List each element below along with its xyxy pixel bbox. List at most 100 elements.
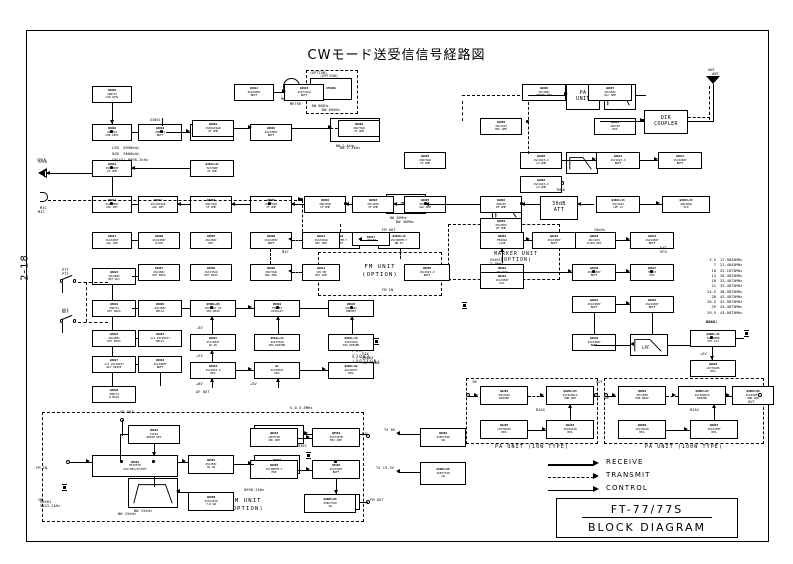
a-fm1 (86, 459, 90, 463)
block-line-l2: 2SC458C (205, 461, 217, 466)
wire-junction (424, 202, 427, 205)
block-line-l2: 2SC2458Y (587, 301, 601, 306)
block-line-l2: 2SK125 (496, 201, 506, 206)
a-fm9 (334, 490, 338, 494)
marker-up (502, 249, 503, 263)
ctl4 (182, 308, 190, 309)
annotation-12: KEY (62, 310, 69, 314)
x6001-link (736, 338, 744, 339)
block-line-l3: BUFF (590, 305, 598, 310)
ptt-switch[interactable] (60, 275, 76, 283)
wire-junction (334, 460, 337, 463)
block-line-l1: Q1003 (496, 219, 506, 224)
freq-band: 18 (711, 279, 716, 283)
block-line-l3: DRIVER (499, 396, 509, 401)
annotation-2: CW(TX) 8998.2kHz (112, 158, 149, 162)
fm-unit-top-label: FM UNIT (OPTION) (362, 264, 398, 278)
block-line-l1: Q3010 (155, 126, 165, 131)
block-line-l3: KEY BIAS (204, 273, 218, 278)
a-reg2 (210, 350, 214, 354)
microphone-icon (40, 192, 48, 202)
freq-value: 42.9875MHz (720, 300, 743, 304)
arrow-pa-in (564, 92, 568, 96)
block-line-l1: Q1002 (496, 198, 506, 203)
block-line-l3: DISPLAY (271, 309, 283, 314)
a-pa100a (612, 393, 616, 397)
block-line-l1: Q4001-11 (706, 332, 720, 337)
block-line-l3: NB IF (394, 241, 404, 246)
annotation-17: +5V (196, 354, 203, 358)
block-line-l1: Q2003 (368, 198, 378, 203)
rx-arrow-2 (345, 202, 349, 206)
crystal-vfo (462, 302, 467, 309)
annotation-21: AF OUT (196, 390, 210, 394)
key-switch[interactable] (60, 315, 76, 323)
block-line-l3: AGC AMP (106, 241, 118, 246)
block-line-l1: Q9202-03 (563, 389, 577, 394)
block-line-l3: PWR AMP (564, 396, 576, 401)
annotation-7: METER (290, 102, 302, 106)
block-cf9501 (128, 478, 178, 508)
block-line-l3: RF AMP (496, 226, 506, 231)
annotation-38: OUT (748, 400, 755, 404)
block-line-l3: OSC/MIX/IF/DET (123, 466, 147, 471)
annotation-26: TX 8V (384, 428, 396, 432)
block-line-l3: R BIAS (109, 395, 119, 400)
block-line-l3: AF AMP (107, 169, 117, 174)
block-line-l2: 2SC1589 (636, 392, 648, 397)
block-line-l3: IDC AMP (268, 438, 280, 443)
block-line-l2: 2SC458C (538, 89, 550, 94)
block-line-l3: BUFF (250, 93, 258, 98)
freq-band: 7 (713, 263, 716, 268)
block-line-l1: Q3014 (249, 86, 259, 91)
annotation-22: FM OUT (382, 228, 396, 232)
block-line-l1: Q3015 (299, 86, 309, 91)
reg-h2 (300, 370, 328, 371)
mic-bus (48, 200, 302, 201)
block-line-l3: SW (328, 504, 332, 509)
wire-junction (110, 130, 113, 133)
legend-arrow-transmit (593, 473, 599, 480)
annotation-3: (OPTION) (320, 74, 339, 78)
x3001-left (132, 132, 138, 133)
block-line-l2: 2SC2053 (495, 222, 507, 227)
rx-arrow-0 (425, 202, 429, 206)
wire-junction (710, 336, 713, 339)
block-line-l2: 2SB774 (109, 305, 119, 310)
block-line-l2: 2SC2458Y (587, 339, 601, 344)
annotation-30: X9501 9443.2kHz (40, 500, 61, 509)
legend-line-dashed (548, 477, 594, 478)
pa-unit-100w-box (604, 378, 764, 444)
block-line-l2: 2SB7732Q (436, 470, 450, 475)
xf2001-bw: BW 600Hz (312, 104, 329, 108)
a-reg4 (276, 378, 280, 382)
freq-value: 35.4875MHz (720, 284, 743, 289)
block-line-l3: PRE DRIV (635, 396, 649, 401)
block-line-l1: Q1 (275, 364, 279, 369)
key-label: KEY (62, 308, 69, 312)
block-line-l2: 2SC458C (153, 269, 165, 274)
q3010-xco (182, 132, 190, 133)
a-pa10b (540, 393, 544, 397)
block-line-l1: Q9506 (331, 463, 341, 468)
block-line-l1: Q4023 (647, 234, 657, 239)
block-line-l3: CAR CNTL (105, 133, 119, 138)
annotation-0: LSB 8998kHz (112, 146, 140, 150)
a-disp4 (350, 316, 354, 320)
x9501-label: IN (38, 498, 43, 502)
